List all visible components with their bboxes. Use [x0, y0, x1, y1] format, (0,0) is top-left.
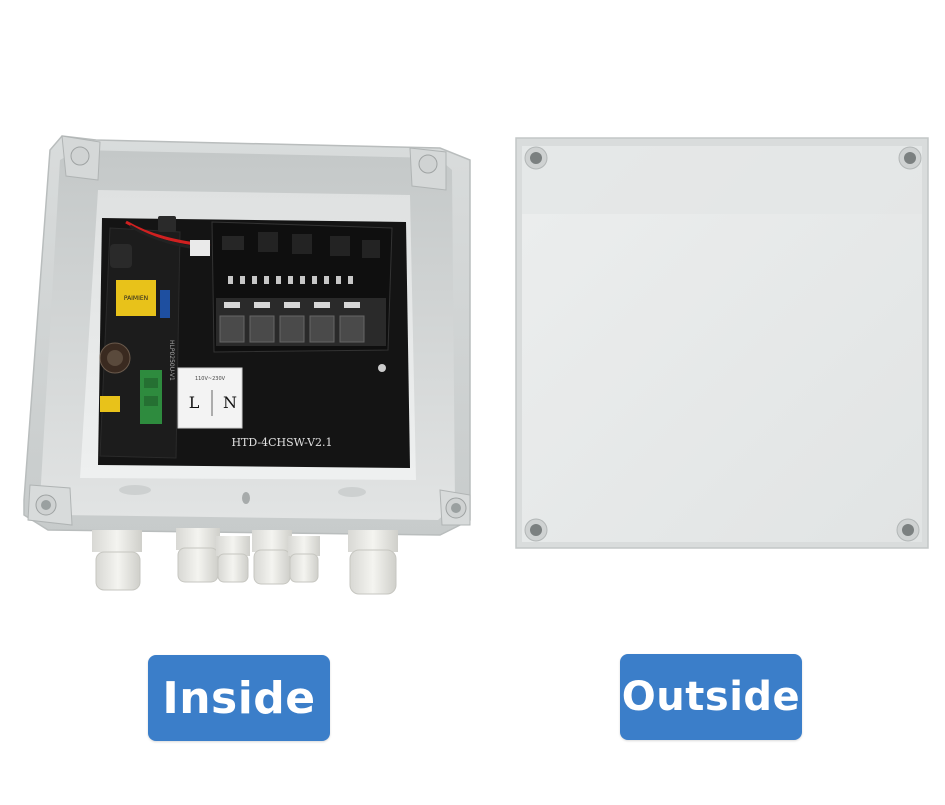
cable-gland [216, 536, 250, 583]
screw-hole [524, 518, 548, 542]
screw-hole [524, 146, 548, 170]
switch-board [211, 221, 393, 353]
power-supply-board: PAIMIEN HLP0250U-V1 [99, 227, 181, 459]
terminal-letter-l: L [189, 393, 200, 412]
cable-gland [176, 528, 220, 583]
corner-post [61, 135, 101, 181]
inside-label: Inside [148, 655, 330, 741]
cable-gland [288, 536, 320, 583]
ac-input-sticker: 110V~230V L N [177, 367, 243, 429]
sticker-voltage: 110V~230V [195, 376, 226, 382]
screw-hole [896, 518, 920, 542]
transformer [116, 280, 156, 316]
terminal-letter-n: N [223, 393, 237, 412]
board-model-text: HTD-4CHSW-V2.1 [231, 436, 332, 449]
psu-label: HLP0250U-V1 [168, 340, 175, 381]
outside-enclosure [515, 137, 929, 549]
cable-gland [348, 530, 398, 595]
corner-post [439, 489, 471, 526]
corner-post [27, 484, 73, 526]
transformer-label: PAIMIEN [124, 295, 148, 302]
screw-hole [898, 146, 922, 170]
cable-gland [92, 530, 142, 591]
corner-post [409, 147, 447, 191]
outside-label: Outside [620, 654, 802, 740]
inside-enclosure: PAIMIEN HLP0250U-V1 [23, 135, 471, 595]
cable-gland [252, 530, 292, 585]
